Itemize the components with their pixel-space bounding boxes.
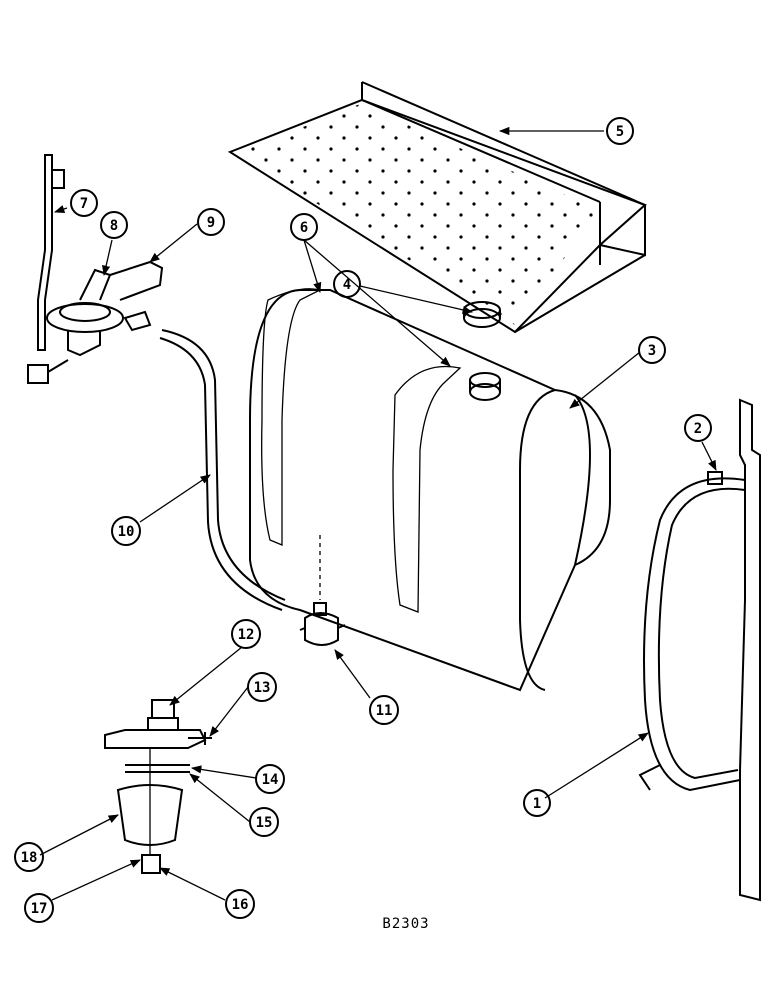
svg-text:11: 11 [376, 703, 393, 719]
svg-text:13: 13 [254, 680, 271, 696]
callout-3: 3 [638, 336, 666, 364]
svg-text:5: 5 [616, 124, 624, 140]
callout-17: 17 [24, 893, 54, 923]
sender-assembly-part [27, 154, 164, 384]
callout-9: 9 [197, 208, 225, 236]
svg-text:9: 9 [207, 215, 215, 231]
leader-lines [39, 126, 717, 901]
svg-text:10: 10 [118, 524, 135, 540]
top-shield-part [227, 81, 647, 334]
svg-text:16: 16 [232, 897, 249, 913]
callout-12: 12 [231, 619, 261, 649]
svg-text:3: 3 [648, 343, 656, 359]
shutoff-valve-part [299, 535, 346, 646]
callout-10: 10 [111, 516, 141, 546]
svg-text:17: 17 [31, 901, 48, 917]
svg-text:2: 2 [694, 421, 702, 437]
callout-6: 6 [290, 213, 318, 241]
callout-7: 7 [70, 189, 98, 217]
svg-text:6: 6 [300, 220, 308, 236]
svg-text:18: 18 [21, 850, 38, 866]
tank-strap-part [638, 398, 761, 902]
svg-text:8: 8 [110, 218, 118, 234]
sediment-bowl-part [104, 699, 212, 874]
callout-1: 1 [523, 789, 551, 817]
callout-8: 8 [100, 211, 128, 239]
callout-13: 13 [247, 672, 277, 702]
svg-text:7: 7 [80, 196, 88, 212]
callout-5: 5 [606, 117, 634, 145]
fuel-line-part [159, 329, 286, 611]
svg-text:4: 4 [343, 277, 351, 293]
drawing-code: B2303 [382, 916, 429, 932]
svg-text:14: 14 [262, 772, 279, 788]
callout-18: 18 [14, 842, 44, 872]
svg-text:12: 12 [238, 627, 255, 643]
callout-16: 16 [225, 889, 255, 919]
callout-15: 15 [249, 807, 279, 837]
callout-11: 11 [369, 695, 399, 725]
callout-2: 2 [684, 414, 712, 442]
callout-14: 14 [255, 764, 285, 794]
svg-text:1: 1 [533, 796, 541, 812]
callout-4: 4 [333, 270, 361, 298]
svg-text:15: 15 [256, 815, 273, 831]
